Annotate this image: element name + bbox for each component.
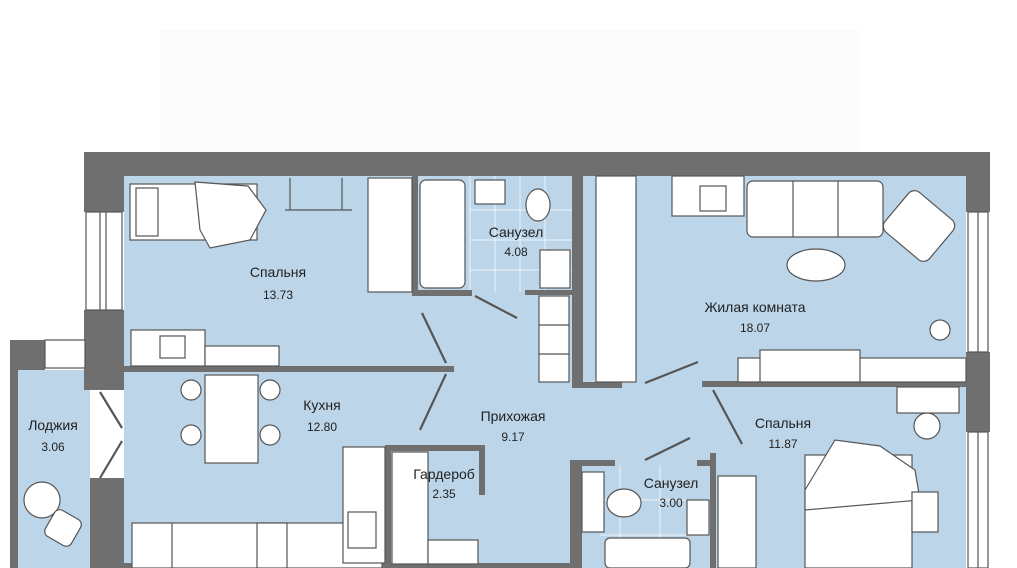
wardrobe-icon (367, 177, 413, 293)
bathtub-icon (604, 537, 691, 568)
round-table-icon (23, 481, 61, 519)
room-name-loggia: Лоджия (28, 417, 78, 433)
room-name-bedroom-1: Спальня (250, 264, 306, 280)
sink-icon (686, 499, 710, 536)
room-name-bathroom-1: Санузел (489, 224, 544, 240)
vanity-icon (896, 386, 960, 414)
room-name-bathroom-2: Санузел (644, 475, 699, 491)
plant-icon (929, 319, 951, 341)
room-name-wardrobe: Гардероб (413, 466, 475, 482)
dining-table-icon (204, 374, 259, 464)
room-name-bedroom-2: Спальня (755, 415, 811, 431)
nightstand-icon (911, 491, 939, 533)
coffee-table-icon (786, 248, 846, 282)
wardrobe-icon (717, 475, 757, 568)
stove-icon (256, 522, 288, 568)
room-area-bedroom-1: 13.73 (263, 288, 293, 302)
room-area-bathroom-2: 3.00 (659, 496, 683, 510)
room-name-living-room: Жилая комната (704, 299, 805, 315)
washer-icon (539, 249, 571, 289)
chair-icon (44, 509, 82, 547)
shoe-rack-icon (538, 295, 570, 383)
wardrobe-shelves-icon (391, 451, 429, 565)
toilet-icon (525, 188, 551, 222)
room-area-hallway: 9.17 (501, 430, 525, 444)
room-name-kitchen: Кухня (303, 397, 340, 413)
room-area-loggia: 3.06 (41, 440, 65, 454)
room-area-bathroom-1: 4.08 (504, 245, 528, 259)
bathtub-icon (419, 179, 466, 289)
room-labels: Спальня 13.73 Санузел 4.08 Жилая комната… (28, 224, 811, 510)
windows (44, 211, 989, 568)
kitchen-sink-icon (347, 511, 377, 549)
doors (99, 295, 743, 479)
room-area-kitchen: 12.80 (307, 420, 337, 434)
sink-icon (474, 179, 506, 205)
room-area-living-room: 18.07 (740, 321, 770, 335)
room-name-hallway: Прихожая (481, 408, 546, 424)
background-panel (160, 30, 860, 152)
wardrobe-icon (595, 175, 637, 383)
shoe-rack-icon (427, 539, 479, 565)
armchair-icon (882, 190, 956, 262)
furniture (23, 175, 967, 568)
sofa-icon (746, 180, 884, 238)
toilet-icon (581, 471, 605, 533)
stool-icon (913, 412, 941, 440)
room-area-bedroom-2: 11.87 (768, 437, 797, 451)
bookshelf-icon (204, 345, 280, 367)
room-area-wardrobe: 2.35 (432, 487, 456, 501)
